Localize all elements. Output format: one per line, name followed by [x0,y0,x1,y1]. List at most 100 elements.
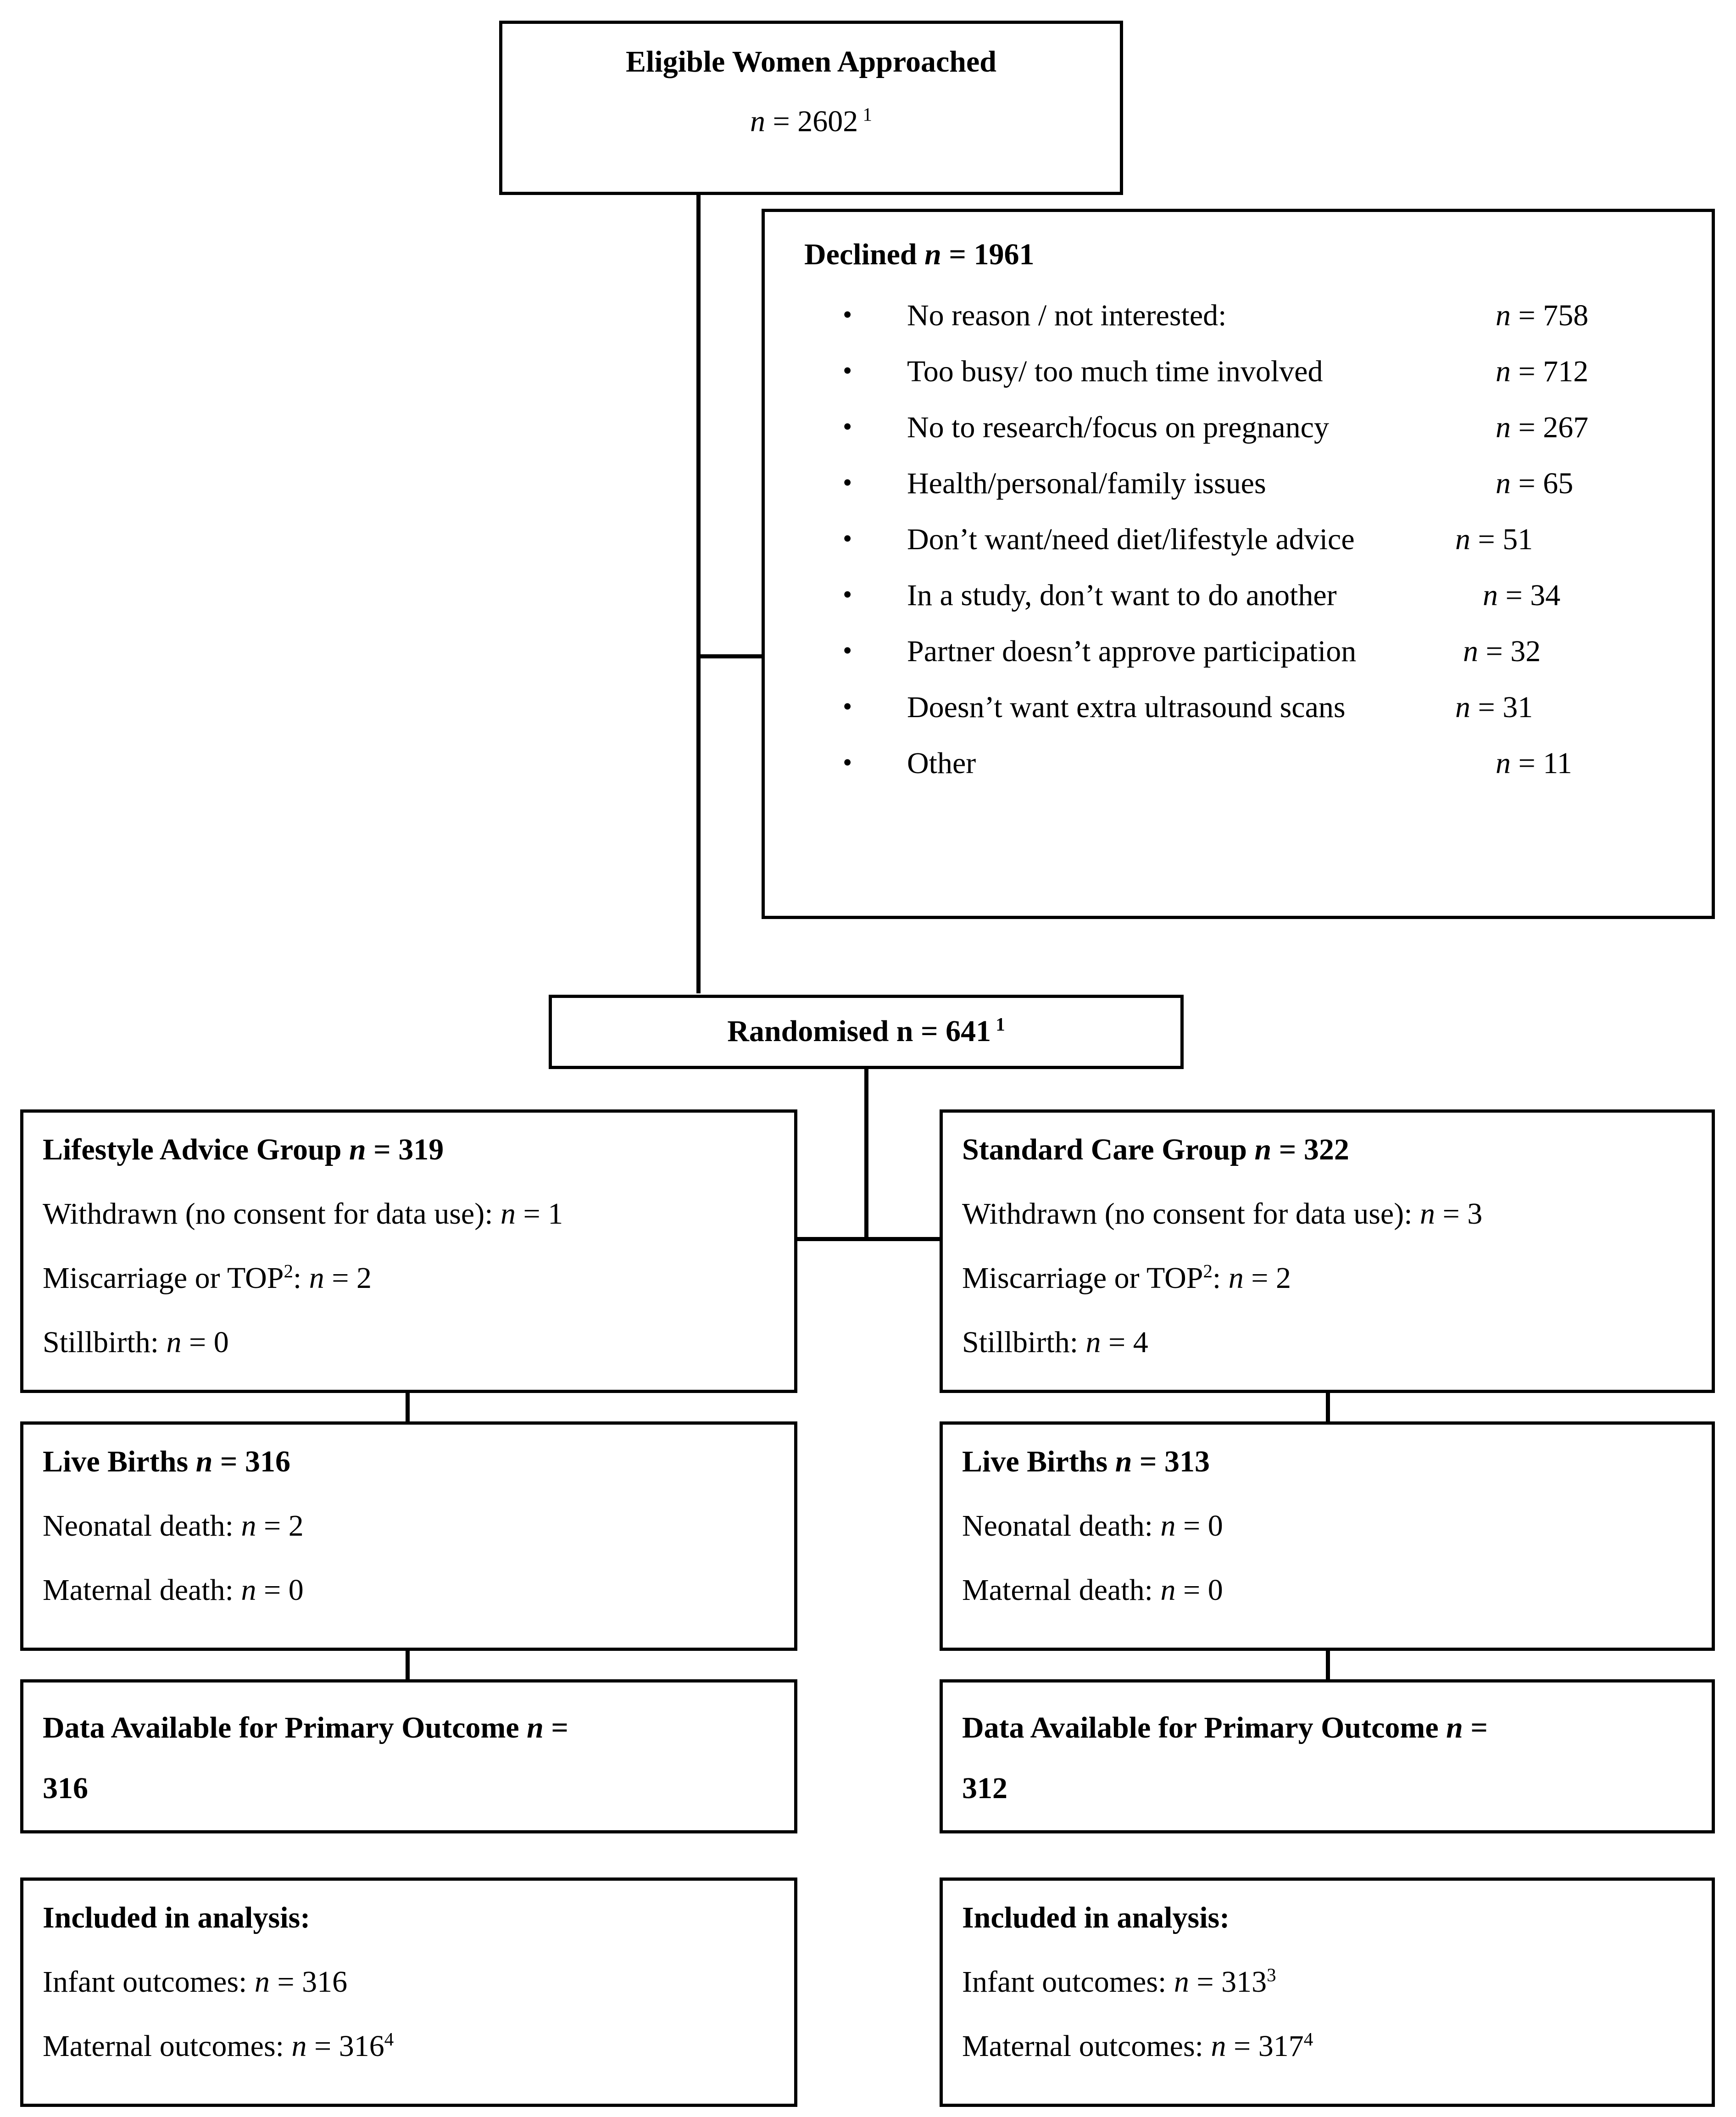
standard-group-row-n: n [1420,1197,1436,1231]
right-analysis-title: Included in analysis: [962,1901,1230,1934]
declined-heading-prefix: Declined [804,238,925,271]
left-live-births-title-value: 316 [245,1445,291,1478]
declined-reason-value: 32 [1510,635,1541,668]
right-analysis-row-n: n [1211,2029,1226,2063]
declined-reason-n: n [1496,747,1511,780]
bullet-icon: • [843,412,852,441]
randomised-box: Randomised n = 641 1 [549,995,1184,1069]
standard-group-row: Stillbirth: n = 4 [962,1327,1148,1358]
declined-reason-row: In a study, don’t want to do another [907,580,1337,611]
declined-reason-value: 65 [1543,467,1574,500]
right-analysis-row-equals: = [1189,1965,1222,1999]
right-analysis-row-sup: 4 [1303,2029,1313,2050]
connector-right-group-to-livebirths [1326,1393,1330,1421]
standard-group-row-sup: 2 [1203,1261,1213,1281]
left-analysis-row-value: 316 [339,2029,384,2063]
bullet-icon: • [843,635,852,665]
declined-reason-count: n = 11 [1496,748,1572,779]
right-analysis-row-value: 317 [1258,2029,1304,2063]
eligible-n-symbol: n [750,105,766,138]
left-primary-outcome-prefix: Data Available for Primary Outcome [43,1711,527,1744]
right-live-births-row-value: 0 [1207,1573,1223,1607]
right-live-births-row: Maternal death: n = 0 [962,1575,1223,1605]
right-analysis-row-label: Infant outcomes: [962,1965,1174,1999]
lifestyle-group-row-value: 1 [548,1197,563,1231]
randomised-footnote: 1 [996,1014,1005,1035]
lifestyle-group-title-equals: = [366,1133,399,1166]
declined-reason-count: n = 31 [1455,692,1533,723]
right-analysis-row-label: Maternal outcomes: [962,2029,1211,2063]
eligible-count: n = 2602 1 [502,104,1120,138]
declined-reason-n: n [1496,299,1511,332]
standard-group-title-n: n [1254,1133,1272,1166]
declined-reason-value: 34 [1530,579,1561,612]
lifestyle-group-row-equals: = [181,1326,214,1359]
lifestyle-group-row-n: n [501,1197,516,1231]
eligible-footnote: 1 [862,104,872,125]
right-live-births-row-n: n [1160,1509,1176,1543]
standard-group-row-n: n [1085,1326,1101,1359]
randomised-text: Randomised n = 641 [727,1014,991,1048]
declined-reason-value: 267 [1543,411,1589,444]
lifestyle-group-row-label: Miscarriage or TOP [43,1261,284,1295]
lifestyle-group-row-label: Stillbirth: [43,1326,167,1359]
declined-heading-n: n [924,238,941,271]
right-live-births-title-value: 313 [1164,1445,1210,1478]
declined-reason-row: Health/personal/family issues [907,468,1266,499]
bullet-icon: • [843,468,852,497]
left-analysis-row-n: n [254,1965,270,1999]
left-analysis-row-sup: 4 [384,2029,394,2050]
declined-reason-label: Too busy/ too much time involved [907,355,1323,388]
right-live-births-title-prefix: Live Births [962,1445,1115,1478]
declined-reason-equals: = [1470,691,1503,724]
left-analysis-box: Included in analysis: Infant outcomes: n… [20,1877,797,2107]
standard-group-row: Miscarriage or TOP2: n = 2 [962,1261,1291,1295]
declined-reason-value: 31 [1502,691,1533,724]
eligible-n-value: 2602 [797,105,858,138]
left-primary-outcome-line2: 316 [43,1772,88,1805]
declined-reason-n: n [1496,355,1511,388]
left-live-births-row-value: 2 [288,1509,304,1543]
declined-heading-value: 1961 [974,238,1035,271]
lifestyle-group-row-n: n [309,1261,324,1295]
declined-reason-label: No reason / not interested: [907,299,1227,332]
declined-reason-value: 11 [1543,747,1572,780]
connector-eligible-to-declined [696,654,763,658]
right-analysis-row-n: n [1174,1965,1189,1999]
left-live-births-row-value: 0 [288,1573,304,1607]
left-live-births-row-n: n [241,1573,256,1607]
standard-group-title: Standard Care Group n = 322 [962,1135,1349,1165]
declined-reason-row: Too busy/ too much time involved [907,357,1323,387]
declined-reason-value: 51 [1502,523,1533,556]
left-live-births-row: Maternal death: n = 0 [43,1575,304,1605]
left-primary-outcome-line1: Data Available for Primary Outcome n = [43,1713,568,1743]
standard-group-row-label: Miscarriage or TOP [962,1261,1203,1295]
standard-group-row-value: 4 [1133,1326,1148,1359]
declined-reason-equals: = [1511,747,1543,780]
eligible-women-box: Eligible Women Approached n = 2602 1 [499,21,1123,195]
declined-reason-row: Other [907,748,976,779]
bullet-icon: • [843,524,852,553]
declined-reason-label: Doesn’t want extra ultrasound scans [907,691,1346,724]
left-live-births-title: Live Births n = 316 [43,1447,290,1477]
right-live-births-row-n: n [1160,1573,1176,1607]
declined-reason-count: n = 34 [1483,580,1560,611]
right-primary-outcome-equals: = [1463,1711,1488,1744]
left-analysis-row-label: Maternal outcomes: [43,2029,292,2063]
declined-reason-equals: = [1511,299,1543,332]
declined-reason-label: Partner doesn’t approve participation [907,635,1357,668]
declined-reason-equals: = [1511,411,1543,444]
right-analysis-row: Infant outcomes: n = 3133 [962,1965,1276,1999]
left-live-births-row-label: Neonatal death: [43,1509,241,1543]
standard-group-row-equals: = [1243,1261,1276,1295]
lifestyle-advice-group-box: Lifestyle Advice Group n = 319 Withdrawn… [20,1109,797,1393]
declined-reason-label: In a study, don’t want to do another [907,579,1337,612]
right-live-births-row-label: Maternal death: [962,1573,1161,1607]
lifestyle-group-row-value: 2 [356,1261,372,1295]
left-primary-outcome-box: Data Available for Primary Outcome n = 3… [20,1679,797,1833]
connector-left-group-to-livebirths [406,1393,410,1421]
lifestyle-group-row-n: n [166,1326,182,1359]
declined-reason-count: n = 712 [1496,357,1588,387]
lifestyle-group-title: Lifestyle Advice Group n = 319 [43,1135,444,1165]
standard-group-title-prefix: Standard Care Group [962,1133,1255,1166]
